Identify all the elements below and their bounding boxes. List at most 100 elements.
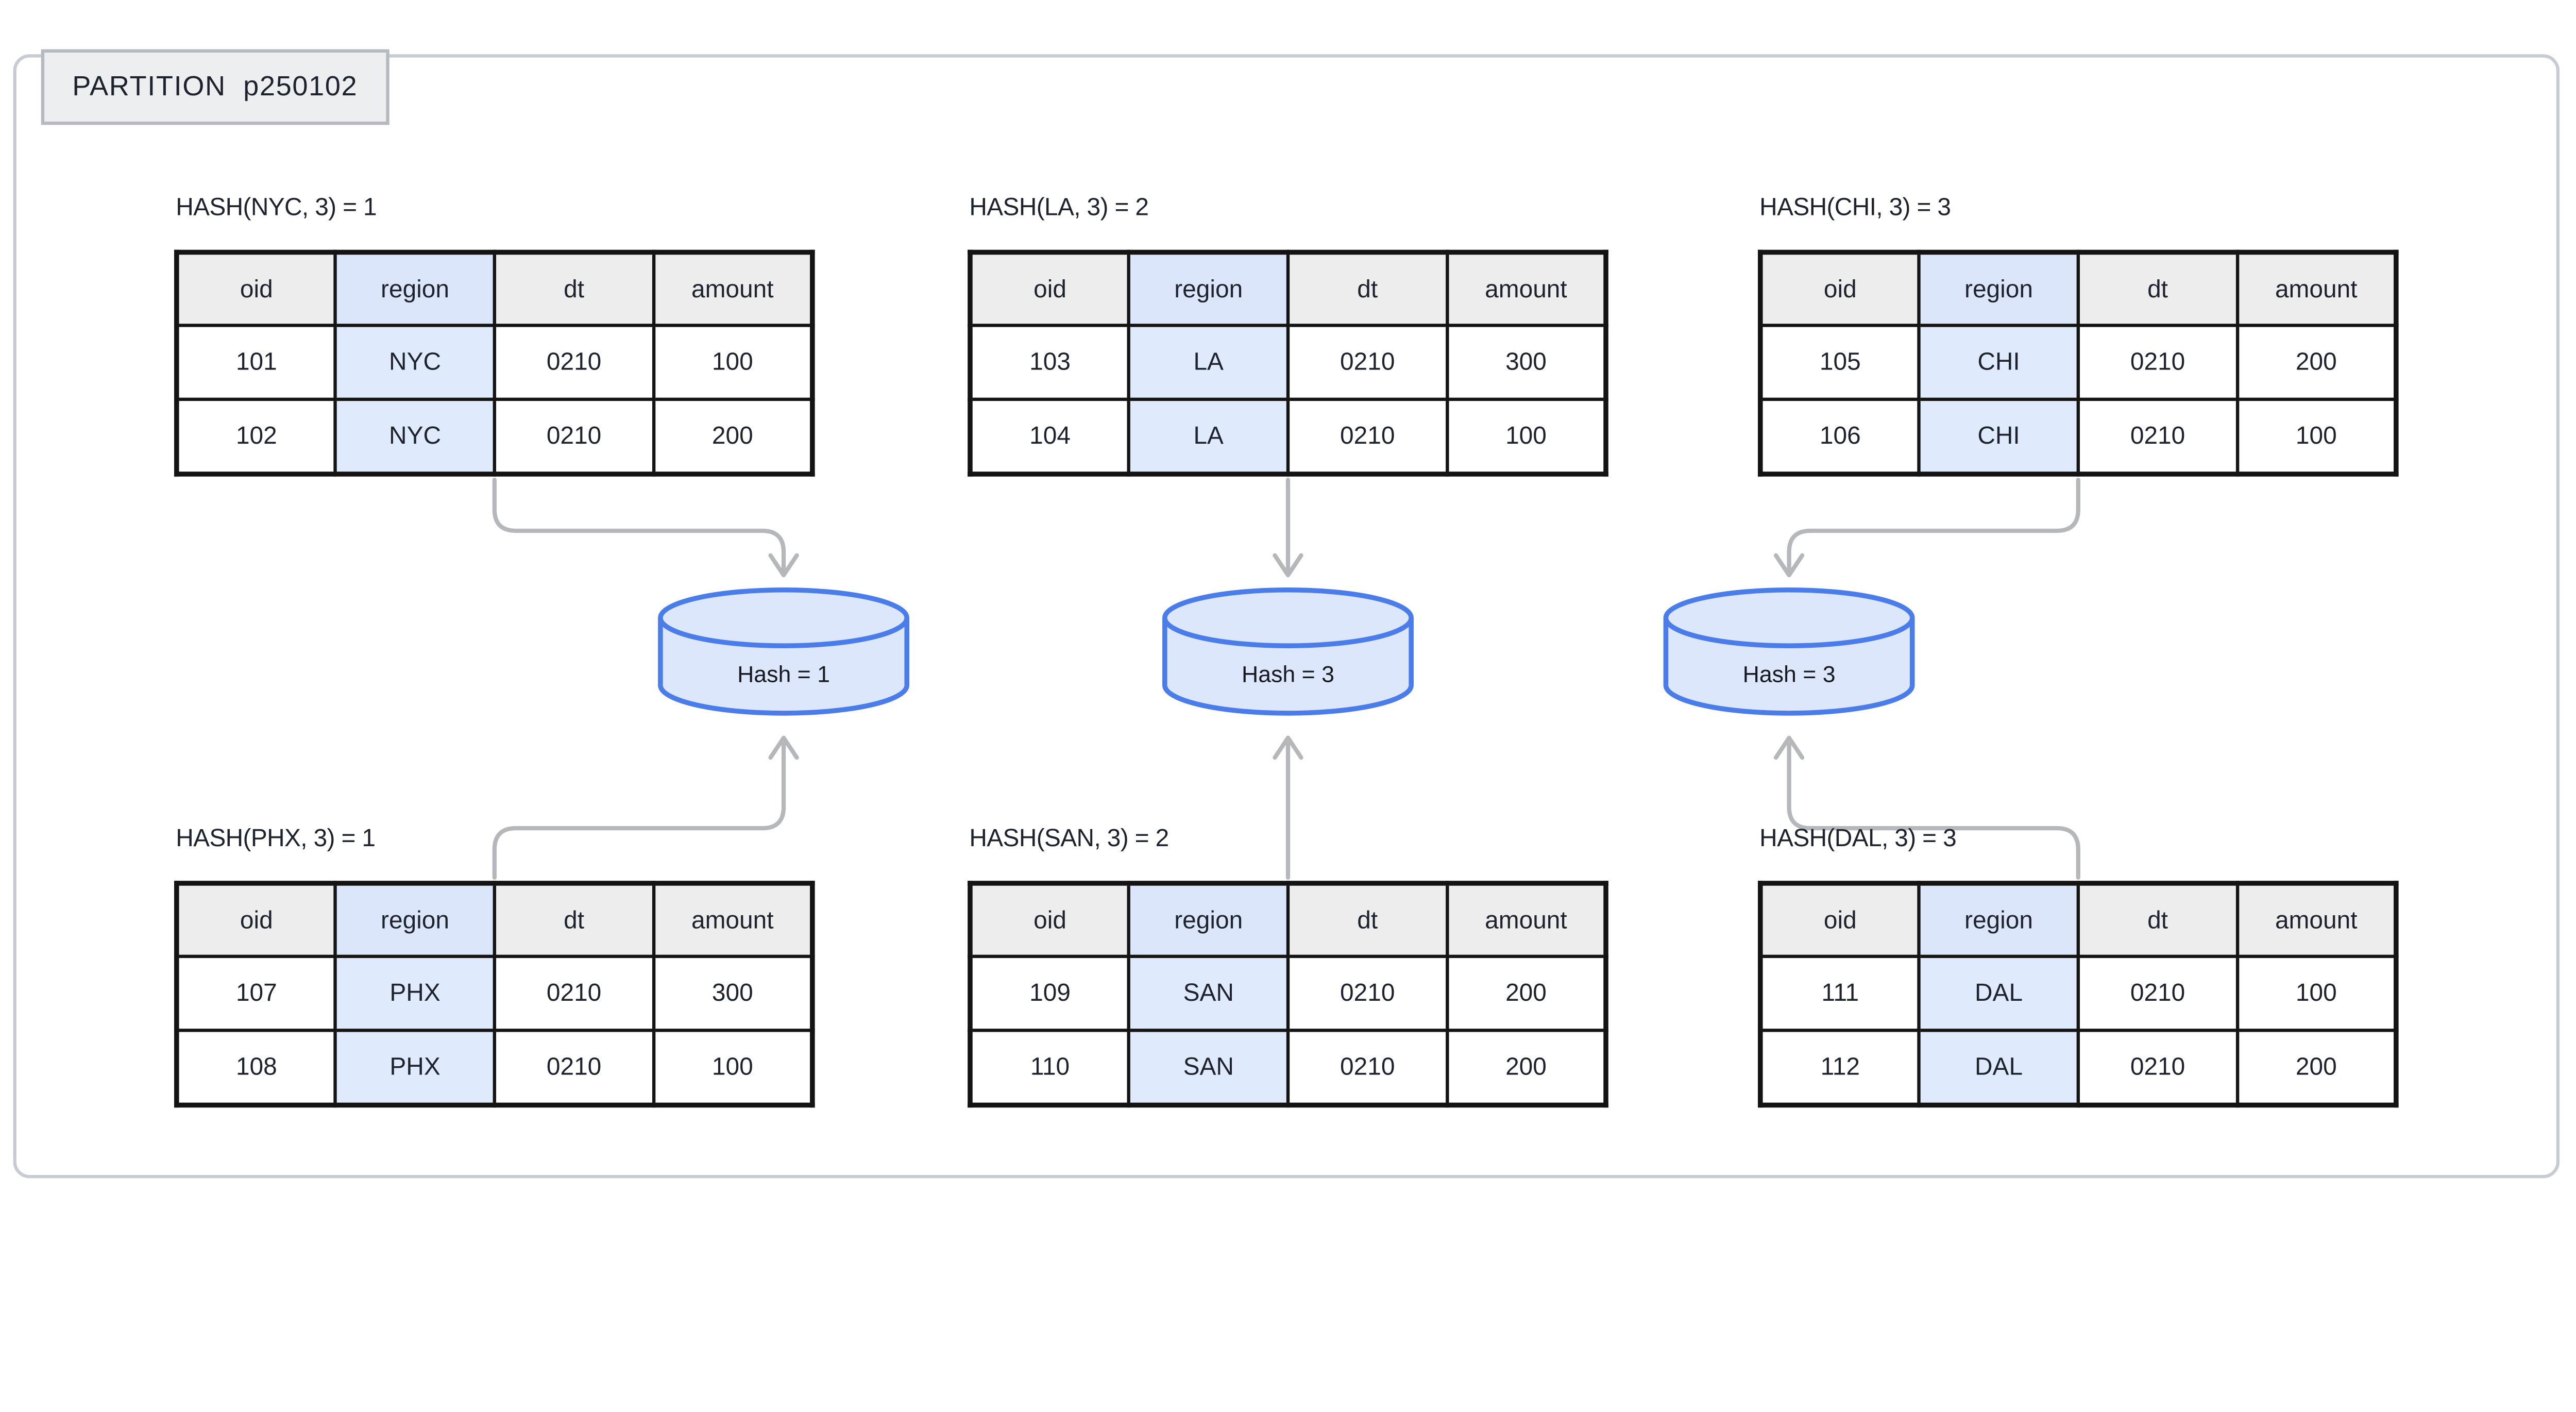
table-cell: 0210 — [493, 397, 655, 476]
table-row: 102 NYC 0210 200 — [175, 397, 815, 476]
table-cell: 100 — [1445, 397, 1608, 476]
table-row: 107 PHX 0210 300 — [175, 954, 815, 1032]
table-cell: 102 — [175, 397, 337, 476]
table-cell: 200 — [2235, 324, 2398, 401]
table-cell: 0210 — [1286, 954, 1449, 1032]
column-header-dt: dt — [1286, 250, 1449, 327]
table-cell: 200 — [2235, 1029, 2398, 1107]
column-header-amount: amount — [2235, 881, 2398, 959]
table-cell: 109 — [968, 954, 1131, 1032]
table-title-nyc: HASH(NYC, 3) = 1 — [176, 194, 377, 222]
arrow-phx-to-bucket1 — [492, 735, 799, 880]
column-header-oid: oid — [1758, 881, 1921, 959]
table-cell-region: PHX — [334, 1029, 497, 1107]
table-title-dal: HASH(DAL, 3) = 3 — [1759, 825, 1957, 853]
hash-partition-diagram: PARTITION p250102 HASH(NYC, 3) = 1 oid r… — [13, 49, 2560, 1179]
table-cell: 108 — [175, 1029, 337, 1107]
arrow-chi-to-bucket3 — [1773, 477, 2080, 578]
table-cell: 100 — [2235, 954, 2398, 1032]
table-cell: 100 — [652, 1029, 815, 1107]
table-cell: 0210 — [2076, 954, 2239, 1032]
bucket-label: Hash = 3 — [1742, 660, 1836, 687]
partition-label: PARTITION p250102 — [41, 49, 389, 125]
database-cylinder-icon — [658, 587, 909, 716]
header-row: oid region dt amount — [175, 250, 815, 327]
table-cell: 111 — [1758, 954, 1921, 1032]
table-cell: 0210 — [493, 324, 655, 401]
table-cell-region: LA — [1127, 397, 1290, 476]
table-row: 110 SAN 0210 200 — [968, 1029, 1608, 1107]
table-dal: oid region dt amount 111 DAL 0210 100 11… — [1757, 881, 2399, 1108]
table-cell-region: PHX — [334, 954, 497, 1032]
column-header-oid: oid — [175, 881, 337, 959]
table-nyc: oid region dt amount 101 NYC 0210 100 10… — [174, 249, 815, 477]
table-chi: oid region dt amount 105 CHI 0210 200 10… — [1757, 249, 2399, 477]
column-header-region: region — [1918, 250, 2080, 327]
table-cell: 107 — [175, 954, 337, 1032]
table-cell-region: NYC — [334, 397, 497, 476]
table-title-phx: HASH(PHX, 3) = 1 — [176, 825, 376, 853]
bucket-label: Hash = 3 — [1242, 660, 1334, 687]
table-la: oid region dt amount 103 LA 0210 300 104… — [968, 249, 1608, 477]
table-cell: 0210 — [1286, 397, 1449, 476]
column-header-dt: dt — [2076, 881, 2239, 959]
column-header-region: region — [1127, 250, 1290, 327]
bucket-label: Hash = 1 — [737, 660, 831, 687]
table-cell: 105 — [1758, 324, 1921, 401]
table-title-san: HASH(SAN, 3) = 2 — [969, 825, 1169, 853]
table-cell-region: CHI — [1918, 324, 2080, 401]
table-phx: oid region dt amount 107 PHX 0210 300 10… — [174, 881, 815, 1108]
table-cell: 200 — [1445, 1029, 1608, 1107]
header-row: oid region dt amount — [968, 250, 1608, 327]
column-header-oid: oid — [968, 250, 1131, 327]
column-header-dt: dt — [493, 250, 655, 327]
table-cell: 110 — [968, 1029, 1131, 1107]
table-cell: 104 — [968, 397, 1131, 476]
column-header-oid: oid — [968, 881, 1131, 959]
table-cell: 0210 — [2076, 1029, 2239, 1107]
table-row: 108 PHX 0210 100 — [175, 1029, 815, 1107]
database-cylinder-icon — [1663, 587, 1915, 716]
table-cell: 100 — [2235, 397, 2398, 476]
table-cell: 103 — [968, 324, 1131, 401]
header-row: oid region dt amount — [175, 881, 815, 959]
column-header-amount: amount — [1445, 250, 1608, 327]
table-cell-region: DAL — [1918, 1029, 2080, 1107]
table-cell: 0210 — [1286, 324, 1449, 401]
table-cell: 101 — [175, 324, 337, 401]
table-cell: 0210 — [1286, 1029, 1449, 1107]
arrow-nyc-to-bucket1 — [492, 477, 799, 578]
table-cell: 112 — [1758, 1029, 1921, 1107]
column-header-oid: oid — [175, 250, 337, 327]
table-cell: 100 — [652, 324, 815, 401]
table-row: 112 DAL 0210 200 — [1758, 1029, 2398, 1107]
table-cell: 0210 — [2076, 324, 2239, 401]
header-row: oid region dt amount — [968, 881, 1608, 959]
table-row: 111 DAL 0210 100 — [1758, 954, 2398, 1032]
table-cell-region: SAN — [1127, 954, 1290, 1032]
table-row: 105 CHI 0210 200 — [1758, 324, 2398, 401]
column-header-amount: amount — [2235, 250, 2398, 327]
table-cell: 200 — [1445, 954, 1608, 1032]
column-header-region: region — [334, 881, 497, 959]
table-row: 103 LA 0210 300 — [968, 324, 1608, 401]
table-row: 106 CHI 0210 100 — [1758, 397, 2398, 476]
table-cell: 300 — [652, 954, 815, 1032]
column-header-amount: amount — [652, 250, 815, 327]
table-cell: 300 — [1445, 324, 1608, 401]
arrow-san-to-bucket2 — [1273, 735, 1303, 880]
table-cell-region: CHI — [1918, 397, 2080, 476]
table-cell: 106 — [1758, 397, 1921, 476]
database-cylinder-icon — [1162, 587, 1414, 716]
table-row: 101 NYC 0210 100 — [175, 324, 815, 401]
arrow-dal-to-bucket3 — [1773, 735, 2080, 880]
column-header-region: region — [1127, 881, 1290, 959]
table-cell-region: LA — [1127, 324, 1290, 401]
table-cell: 0210 — [2076, 397, 2239, 476]
table-cell-region: NYC — [334, 324, 497, 401]
header-row: oid region dt amount — [1758, 881, 2398, 959]
column-header-amount: amount — [652, 881, 815, 959]
column-header-region: region — [334, 250, 497, 327]
column-header-dt: dt — [2076, 250, 2239, 327]
table-title-la: HASH(LA, 3) = 2 — [969, 194, 1149, 222]
